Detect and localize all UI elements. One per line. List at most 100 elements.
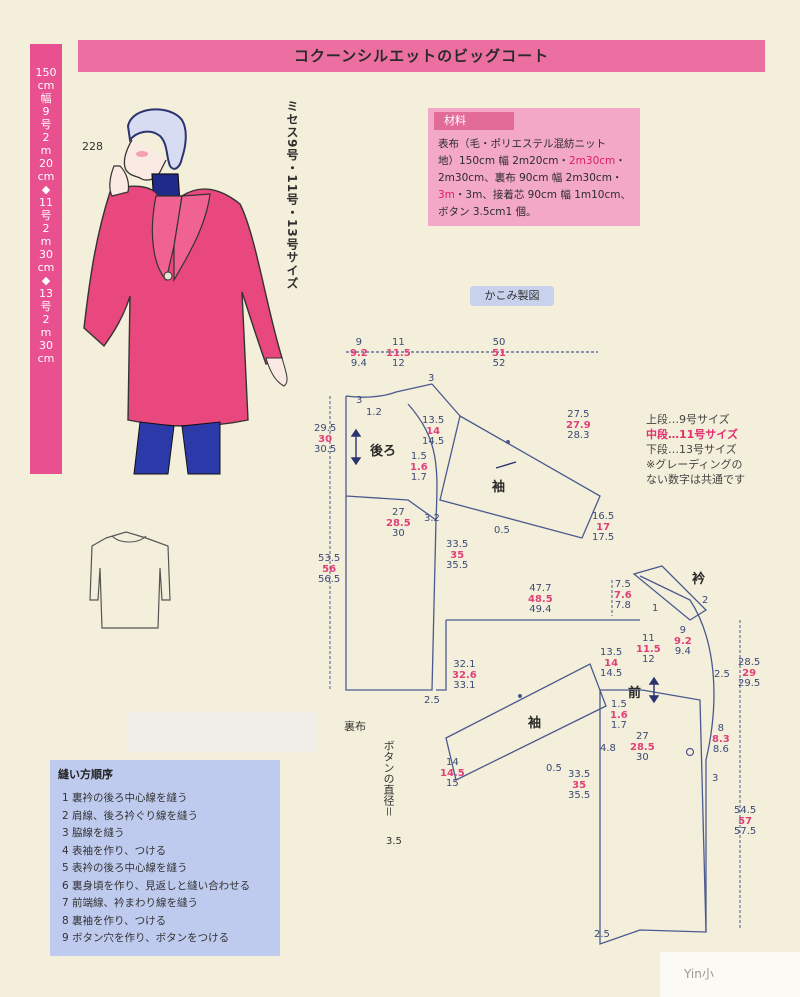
fabric-amount-token: 11: [39, 196, 53, 209]
legend-line: ない数字は共通です: [646, 473, 745, 486]
fabric-amount-token: ◆: [41, 274, 51, 287]
materials-heading: 材料: [434, 112, 514, 130]
blurred-area: [128, 712, 318, 752]
coat-illustration: [83, 108, 288, 475]
fabric-amount-token: 号: [40, 300, 52, 313]
front-sleeve-label: 袖: [528, 716, 542, 731]
materials-line: 表布（毛・ポリエステル混紡ニット: [438, 138, 606, 150]
dim-single: 1: [652, 603, 659, 614]
button-diameter-note: ボタンの直径＝: [382, 740, 395, 817]
sewing-step: 7 前端線、衿まわり線を縫う: [62, 897, 199, 909]
size-legend: 上段…9号サイズ 中段…11号サイズ 下段…13号サイズ ※グレーディングの な…: [646, 412, 766, 487]
dim-single: 3: [356, 395, 363, 406]
sewing-step: 9 ボタン穴を作り、ボタンをつける: [62, 932, 230, 944]
dim-single: 2.5: [424, 695, 440, 706]
legend-line: 中段…11号サイズ: [646, 428, 738, 441]
dim-single: 2: [702, 595, 709, 606]
fabric-amount-token: 9: [42, 105, 50, 118]
materials-line: 2m30cm、裏布 90cm 幅 2m30cm・: [438, 172, 623, 184]
materials-box: 材料 表布（毛・ポリエステル混紡ニット 地）150cm 幅 2m20cm・2m3…: [428, 108, 640, 226]
fabric-amount-token: ◆: [41, 183, 51, 196]
dim-single: 4.8: [600, 743, 616, 754]
sewing-order-heading: 縫い方順序: [58, 768, 113, 781]
title-bar: コクーンシルエットのビッグコート: [78, 40, 765, 72]
sewing-step: 6 裏身頃を作り、見返しと縫い合わせる: [62, 879, 251, 892]
collar-label: 衿: [692, 572, 706, 587]
drafting-label: かこみ製図: [470, 286, 554, 306]
sewing-step: 4 表袖を作り、つける: [62, 844, 167, 857]
fabric-amount-token: m: [40, 144, 52, 157]
back-piece-label: 後ろ: [370, 444, 397, 459]
materials-text: 表布（毛・ポリエステル混紡ニット 地）150cm 幅 2m20cm・2m30cm…: [438, 136, 636, 221]
sewing-steps: 1 裏衿の後ろ中心線を縫う 2 肩線、後ろ衿ぐり線を縫う 3 脇線を縫う 4 表…: [62, 790, 250, 948]
button-diameter-value: 3.5: [386, 836, 402, 847]
dim-single: 3: [428, 373, 435, 384]
materials-line: ボタン 3.5cm1 個。: [438, 206, 537, 218]
fabric-amount-token: 号: [40, 118, 52, 131]
materials-line: 地）150cm 幅 2m20cm・2m30cm・: [438, 155, 626, 167]
sewing-step: 5 表衿の後ろ中心線を縫う: [62, 862, 188, 874]
fabric-amount-token: cm: [37, 79, 55, 92]
sewing-step: 3 脇線を縫う: [62, 827, 125, 839]
fabric-amount-token: cm: [37, 261, 55, 274]
fabric-amount-token: 幅: [40, 92, 52, 105]
dim-single: 3: [712, 773, 719, 784]
fabric-amount-token: 30: [39, 339, 53, 352]
fabric-amount-token: cm: [37, 170, 55, 183]
back-sleeve-label: 袖: [492, 480, 506, 495]
size-range-vertical: ミセス9号・11号・13号サイズ: [285, 100, 299, 290]
fabric-amount-token: 2: [42, 313, 50, 326]
legend-line: 上段…9号サイズ: [646, 413, 730, 426]
lining-label: 裏布: [344, 720, 366, 733]
sewing-order-box: 縫い方順序 1 裏衿の後ろ中心線を縫う 2 肩線、後ろ衿ぐり線を縫う 3 脇線を…: [50, 760, 280, 956]
sewing-step: 2 肩線、後ろ衿ぐり線を縫う: [62, 809, 199, 822]
fabric-amount-token: 号: [40, 209, 52, 222]
legend-line: 下段…13号サイズ: [646, 443, 737, 456]
dim-single: 1.2: [366, 407, 382, 418]
front-piece-label: 前: [628, 686, 642, 701]
fabric-amount-token: cm: [37, 352, 55, 365]
fabric-amount-token: 20: [39, 157, 53, 170]
fabric-amount-token: 150: [35, 66, 57, 79]
model-number: 228: [82, 140, 103, 153]
back-view-sketch: [89, 531, 171, 629]
fabric-amount-token: m: [40, 326, 52, 339]
watermark: Yin小: [660, 952, 800, 997]
dim-single: 3.2: [424, 513, 440, 524]
dim-single: 2.5: [714, 669, 730, 680]
sewing-step: 8 裏袖を作り、つける: [62, 914, 167, 927]
dim-single: 0.5: [494, 525, 510, 536]
fabric-amount-token: 2: [42, 222, 50, 235]
legend-line: ※グレーディングの: [646, 458, 743, 471]
sewing-step: 1 裏衿の後ろ中心線を縫う: [62, 792, 188, 804]
fabric-amount-token: 2: [42, 131, 50, 144]
fabric-amount-token: 13: [39, 287, 53, 300]
